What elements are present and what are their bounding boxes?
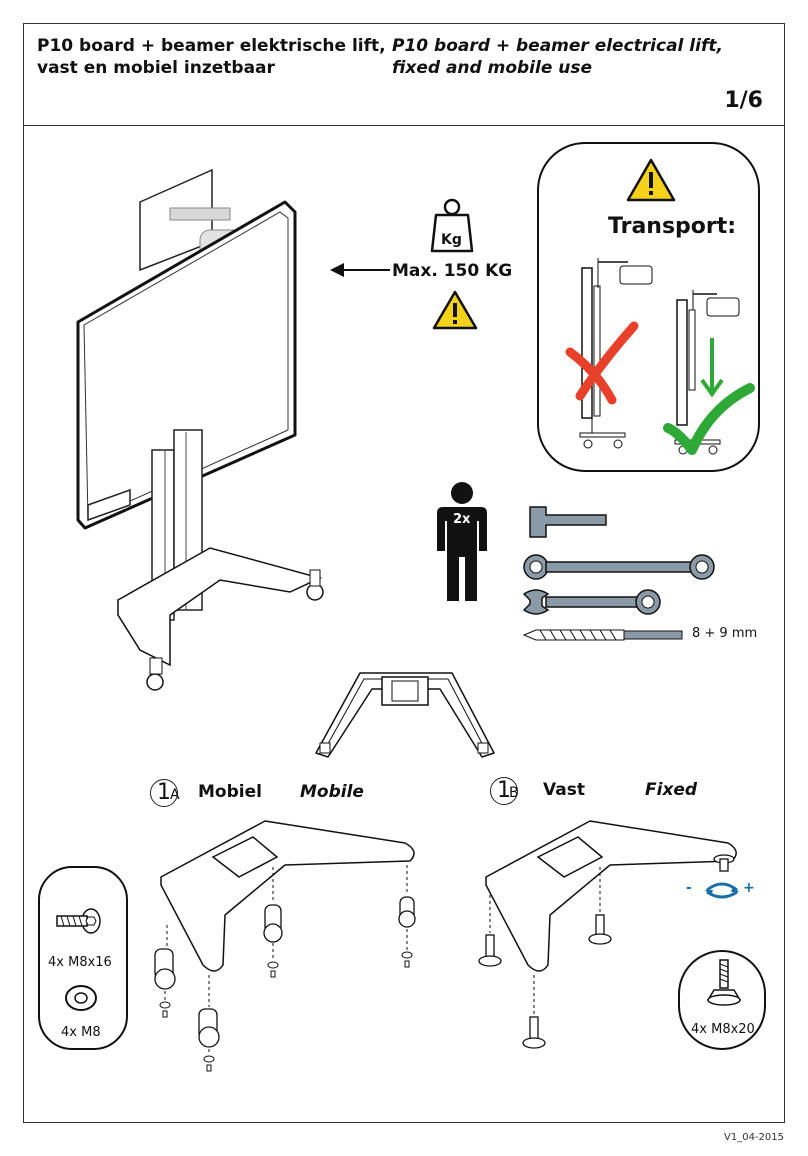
fixed-label-nl: Vast — [543, 780, 585, 800]
transport-wrong-illustration — [579, 258, 653, 449]
person-count-label: 2x — [453, 512, 471, 527]
page-number: 1/6 — [724, 88, 763, 113]
page-frame — [23, 23, 785, 1123]
person-icon — [437, 482, 487, 601]
transport-title: Transport: — [608, 214, 737, 239]
title-dutch-line1: P10 board + beamer elektrische lift, — [37, 36, 386, 56]
washer-icon — [65, 985, 97, 1011]
max-weight-label: Max. 150 KG — [392, 261, 513, 281]
step-1a-circle: 1 — [150, 779, 178, 807]
title-dutch-line2: vast en mobiel inzetbaar — [37, 58, 275, 78]
weight-kg-label: Kg — [441, 232, 462, 248]
fixed-label-en: Fixed — [645, 780, 698, 800]
weight-kg-icon — [430, 198, 474, 253]
fixed-base-illustration — [478, 820, 737, 1049]
title-english-line2: fixed and mobile use — [392, 58, 593, 78]
cross-icon — [565, 321, 639, 405]
adjust-minus-label: - — [686, 880, 692, 896]
drill-bit-icon — [522, 629, 683, 641]
check-icon — [663, 383, 755, 455]
mobile-label-en: Mobile — [300, 782, 364, 802]
version-label: V1_04-2015 — [724, 1132, 784, 1143]
down-arrow-icon — [700, 338, 724, 398]
step-1b-number: 1 — [497, 778, 511, 803]
bolt-icon — [56, 908, 101, 934]
open-wrench-icon — [522, 589, 661, 615]
step-1a-number: 1 — [157, 780, 171, 805]
title-english-line1: P10 board + beamer electrical lift, — [392, 36, 723, 56]
drill-size-label: 8 + 9 mm — [692, 626, 758, 641]
base-frame-illustration — [315, 672, 495, 758]
bolts-box — [38, 866, 128, 1050]
rotate-arrows-icon — [705, 882, 739, 899]
step-1a-letter: A — [170, 787, 180, 803]
bolt-label: 4x M8x16 — [48, 955, 112, 970]
foot-label: 4x M8x20 — [691, 1022, 755, 1037]
foot-box — [678, 950, 766, 1050]
leveling-foot-icon — [706, 959, 742, 1006]
ring-wrench-icon — [523, 554, 715, 580]
transport-box — [537, 142, 760, 472]
transport-warning-icon — [626, 158, 676, 202]
title-dutch: P10 board + beamer elektrische lift, vas… — [37, 35, 386, 79]
mobile-base-illustration — [154, 820, 416, 1072]
adjust-plus-label: + — [743, 880, 755, 896]
warning-icon — [432, 290, 478, 330]
allen-key-icon — [529, 506, 607, 538]
lift-illustration — [76, 168, 324, 691]
step-1b-circle: 1 — [490, 777, 518, 805]
title-english: P10 board + beamer electrical lift, fixe… — [392, 35, 723, 79]
step-1b-letter: B — [509, 785, 519, 801]
arrow-left-icon — [330, 263, 390, 277]
header-separator — [23, 125, 785, 126]
washer-label: 4x M8 — [61, 1025, 101, 1040]
mobile-label-nl: Mobiel — [198, 782, 262, 802]
